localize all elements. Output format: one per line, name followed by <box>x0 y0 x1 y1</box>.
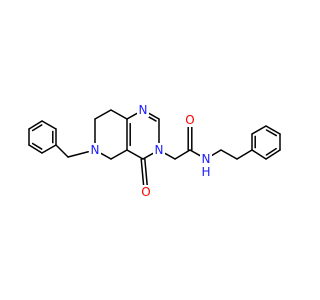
bond-lch2-n6 <box>67 151 89 158</box>
bond-layer <box>28 109 281 186</box>
atom-label-n-pyrimidine-top: N <box>139 103 148 117</box>
atom-n-piperidine: N <box>89 143 101 157</box>
molecule-structure-canvas: N N N O O N H <box>28 103 281 199</box>
bond-c5-n6 <box>100 152 112 160</box>
bond-c4-o4 <box>140 158 145 186</box>
atom-n-amide: N H <box>200 152 212 179</box>
bond-inner-l1-l2 <box>31 124 43 132</box>
bond-inner-r4-r5 <box>265 147 277 156</box>
atom-n-pyrimidine-ring: N <box>153 143 165 157</box>
atom-label-layer: N N N O O N H <box>89 103 212 199</box>
bond-c8-c8a <box>110 109 128 120</box>
bond-na-p1 <box>211 149 222 157</box>
bond-l5-lch2 <box>55 144 69 158</box>
molecule-diagram: N N N O O N H <box>28 103 281 199</box>
bond-n3-ca <box>164 152 176 160</box>
atom-label-n-piperidine: N <box>91 143 100 157</box>
bond-c4-c4a <box>126 149 144 160</box>
bond-inner-n1-c2 <box>148 116 157 122</box>
bond-n3-c4 <box>142 152 154 160</box>
bond-p1-p2 <box>220 149 238 160</box>
bond-c7-c8 <box>94 109 112 120</box>
atom-label-o-amide: O <box>185 113 194 127</box>
bond-l3-l4 <box>28 144 43 154</box>
atom-label-h-amide: H <box>201 165 210 179</box>
bond-r1-r2 <box>251 125 267 135</box>
bond-l1-l2 <box>28 120 43 130</box>
bond-r2-r3 <box>265 125 281 135</box>
bond-r5-r6 <box>251 149 267 160</box>
bond-cc-na <box>189 149 201 157</box>
bond-r4-r5 <box>265 149 281 160</box>
bond-c8a-n1 <box>126 112 138 120</box>
atom-o-amide: O <box>184 113 196 127</box>
bond-inner-r2-r3 <box>265 129 278 137</box>
bond-l6-l1 <box>41 120 57 130</box>
bond-c4a-c5 <box>110 149 128 160</box>
bond-inner-l3-l4 <box>31 142 43 150</box>
bond-ca-cc <box>174 149 191 160</box>
atom-o-ketone: O <box>140 185 152 199</box>
bond-l4-l5 <box>41 144 57 154</box>
bond-n1-c2 <box>148 112 160 120</box>
atom-n-pyrimidine-top: N <box>137 103 149 117</box>
atom-label-n-pyrimidine-ring: N <box>155 143 164 157</box>
bond-p2-p3 <box>236 149 253 160</box>
atom-label-o-ketone: O <box>141 185 150 199</box>
bond-second-c4-o4 <box>144 158 148 186</box>
atom-label-n-amide: N <box>202 152 211 166</box>
